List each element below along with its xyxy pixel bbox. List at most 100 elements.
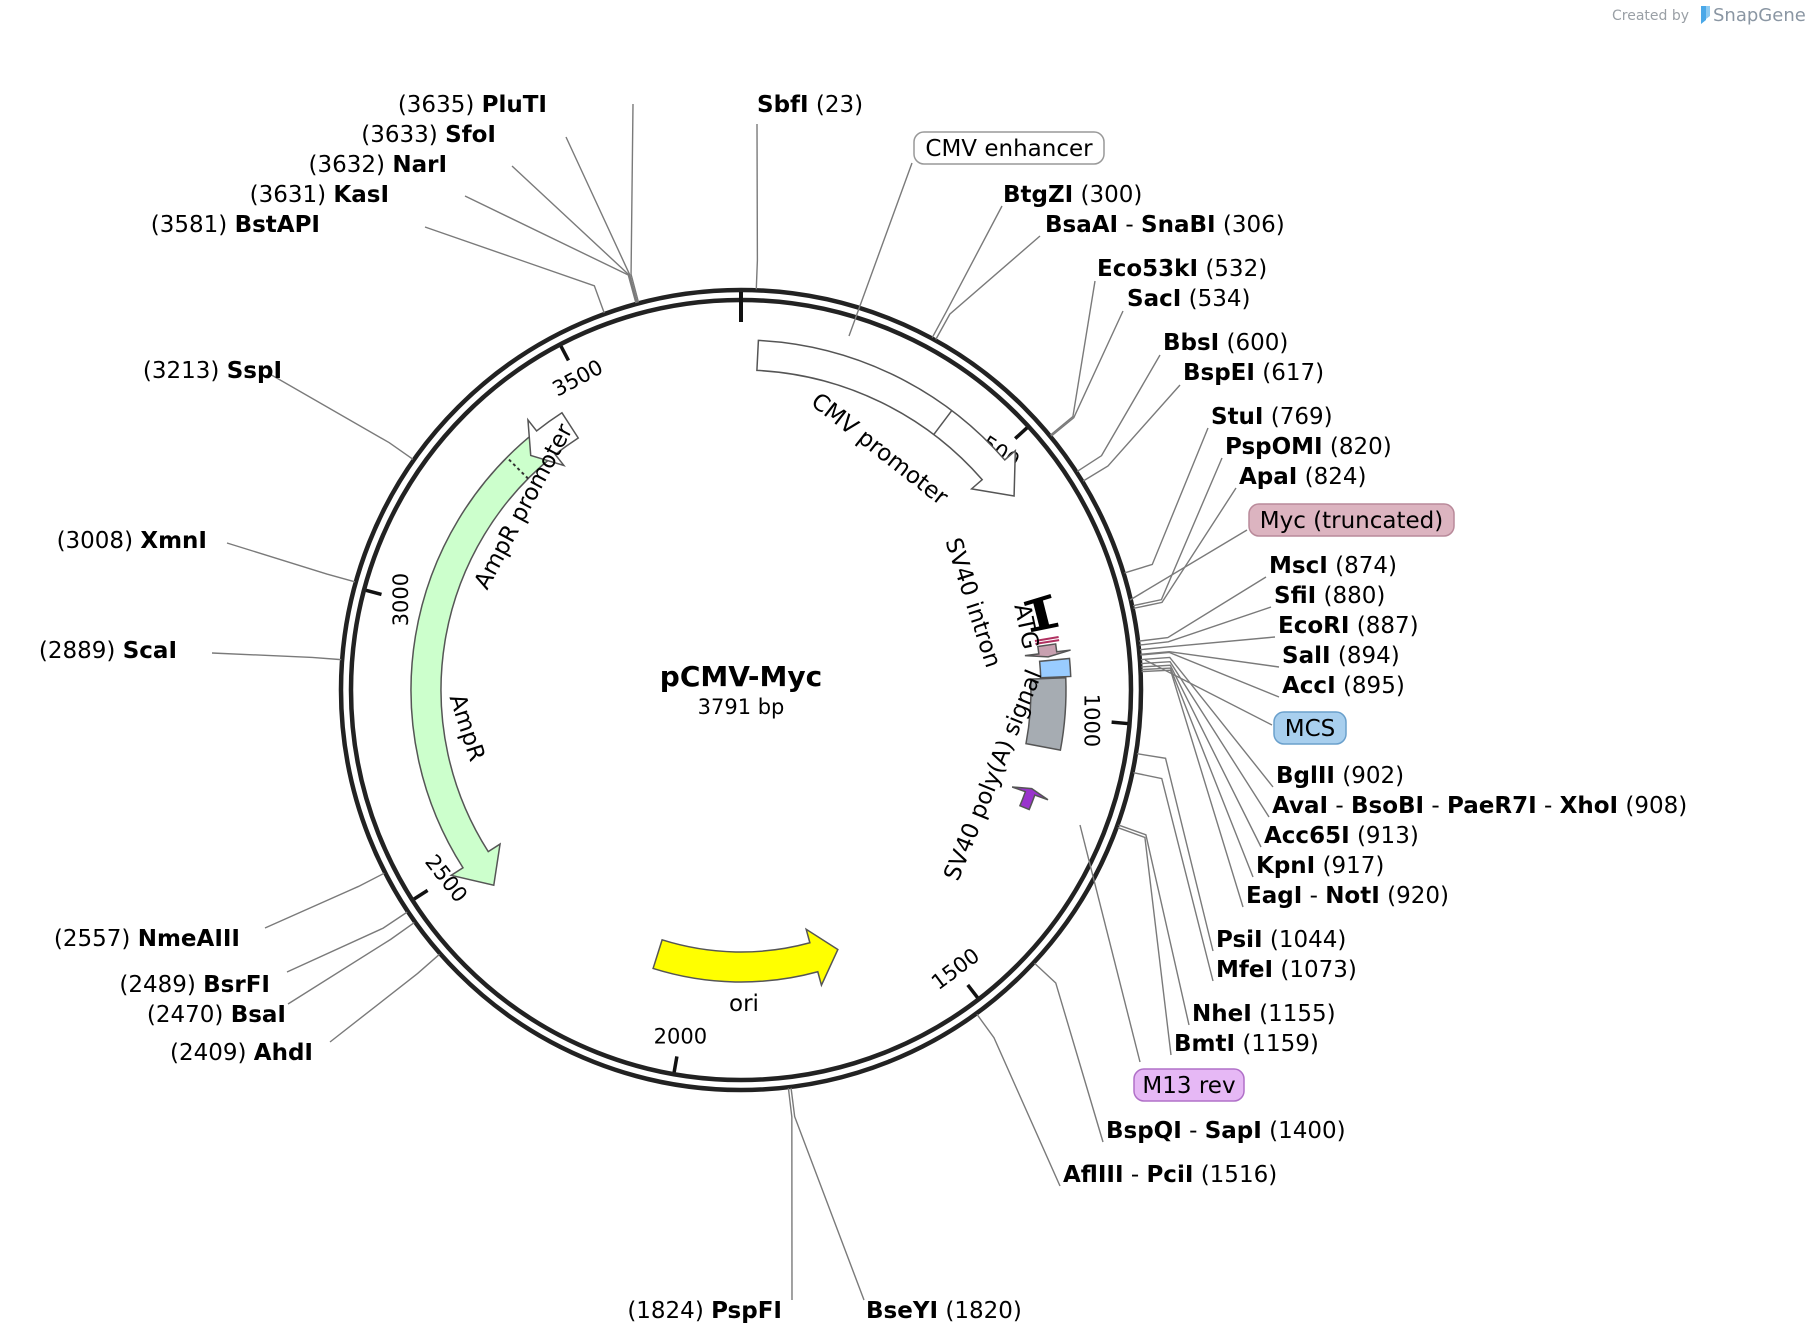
site-scai: (2889) ScaI [39, 638, 177, 664]
site-psii: PsiI (1044) [1216, 927, 1346, 953]
enzyme-name: XmnI [140, 528, 207, 554]
site-position: (3633) [361, 122, 445, 148]
site-position: (617) [1255, 360, 1324, 386]
enzyme-name: BseYI [866, 1298, 938, 1324]
feature-arrows [410, 339, 1072, 988]
sv40-intron-cap [1023, 594, 1052, 606]
site-nmeaiii: (2557) NmeAIII [54, 926, 240, 952]
leader-pspomi [1132, 457, 1223, 607]
enzyme-name: AccI [1282, 673, 1336, 699]
box-label-myc-truncated: Myc (truncated) [1260, 508, 1444, 534]
site-position: (534) [1181, 286, 1250, 312]
leader-bspqi-sapi [1034, 962, 1104, 1143]
tick-label-3000: 3000 [389, 573, 413, 626]
leader-scai [211, 652, 342, 661]
enzyme-name: AflIII [1063, 1162, 1124, 1188]
tick-1500 [966, 983, 979, 999]
site-sspi: (3213) SspI [143, 358, 282, 384]
leader-acci [1140, 651, 1280, 698]
site-position: (824) [1297, 464, 1366, 490]
site-bseyi: BseYI (1820) [866, 1298, 1022, 1324]
leader-bstapi [424, 226, 605, 314]
tick-1000 [1111, 720, 1128, 726]
site-pspomi: PspOMI (820) [1225, 434, 1392, 460]
enzyme-name: Eco53kI [1097, 256, 1198, 282]
box-myc-truncated [1248, 503, 1455, 537]
site-separator: - [1118, 212, 1141, 238]
leader-pspfi [787, 1088, 793, 1301]
atg-arrow [1024, 643, 1071, 658]
ampr-arrow-divider [506, 456, 529, 480]
site-kasi: (3631) KasI [250, 182, 389, 208]
enzyme-name: BstAPI [235, 212, 320, 238]
site-position: (3632) [309, 152, 393, 178]
enzyme-name: SfiI [1274, 583, 1316, 609]
tick-label-1500: 1500 [927, 943, 984, 994]
restriction-sites: (3635) PluTI(3633) SfoI(3632) NarI(3631)… [39, 92, 1687, 1324]
enzyme-name: KasI [333, 182, 389, 208]
site-ahdi: (2409) AhdI [170, 1040, 313, 1066]
site-afliii-pcii: AflIII - PciI (1516) [1063, 1162, 1277, 1188]
leader-bsaai-snabi [935, 235, 1041, 340]
site-nhei: NheI (1155) [1192, 1001, 1336, 1027]
site-eagi-noti: EagI - NotI (920) [1246, 883, 1449, 909]
enzyme-name: ScaI [123, 638, 177, 664]
leader-eagi-noti [1141, 669, 1244, 908]
site-position: (917) [1315, 853, 1384, 879]
leader-bsai [287, 921, 415, 1005]
enzyme-name: BsaAI [1045, 212, 1118, 238]
tick-label-3500: 3500 [549, 355, 607, 401]
site-position: (3631) [250, 182, 334, 208]
leader-acc65i [1141, 664, 1262, 848]
site-position: (23) [809, 92, 864, 118]
leader-saci [1050, 310, 1124, 437]
feature-label-sv40-polya: SV40 poly(A) signal [939, 666, 1047, 884]
site-position: (2889) [39, 638, 123, 664]
leader-nari [511, 165, 638, 304]
box-cmv-enhancer [913, 131, 1105, 165]
enzyme-name: BtgZI [1003, 182, 1073, 208]
tick-500 [1014, 426, 1029, 440]
leader-kasi [464, 195, 637, 304]
ori-arrow [652, 927, 839, 988]
plasmid-name: pCMV-Myc [660, 660, 822, 693]
site-position: (1820) [938, 1298, 1022, 1324]
leader-kpni [1141, 667, 1254, 878]
site-position: (913) [1350, 823, 1419, 849]
enzyme-name: PluTI [482, 92, 547, 118]
site-bglii: BglII (902) [1276, 763, 1404, 789]
enzyme-name: NarI [392, 152, 447, 178]
leader-afliii-pcii [976, 1013, 1061, 1187]
site-separator: - [1182, 1118, 1205, 1144]
enzyme-name: XhoI [1560, 793, 1618, 819]
site-sbfi: SbfI (23) [757, 92, 863, 118]
enzyme-name: SspI [227, 358, 282, 384]
leader-bspei [1082, 384, 1181, 482]
leader-btgzi [931, 205, 1003, 338]
site-bspqi-sapi: BspQI - SapI (1400) [1106, 1118, 1346, 1144]
leader-mcs [1144, 659, 1273, 726]
site-acc65i: Acc65I (913) [1264, 823, 1419, 849]
site-acci: AccI (895) [1282, 673, 1405, 699]
site-position: (1073) [1273, 957, 1357, 983]
site-position: (600) [1219, 330, 1288, 356]
site-position: (306) [1216, 212, 1285, 238]
box-m13-rev [1133, 1068, 1245, 1102]
leader-myc-truncated [1129, 529, 1248, 601]
enzyme-name: NheI [1192, 1001, 1252, 1027]
site-kpni: KpnI (917) [1256, 853, 1384, 879]
site-separator: - [1302, 883, 1325, 909]
site-position: (1155) [1252, 1001, 1336, 1027]
site-position: (1400) [1262, 1118, 1346, 1144]
myc-truncated-mark [1034, 636, 1059, 642]
leader-pluti [630, 103, 640, 303]
enzyme-name: ApaI [1239, 464, 1297, 490]
enzyme-name: BsaI [231, 1002, 286, 1028]
site-position: (3635) [398, 92, 482, 118]
box-label-cmv-enhancer: CMV enhancer [925, 136, 1093, 162]
tick-3000 [365, 588, 382, 597]
site-nari: (3632) NarI [309, 152, 447, 178]
leader-xmni [226, 542, 356, 583]
site-position: (2489) [119, 972, 203, 998]
